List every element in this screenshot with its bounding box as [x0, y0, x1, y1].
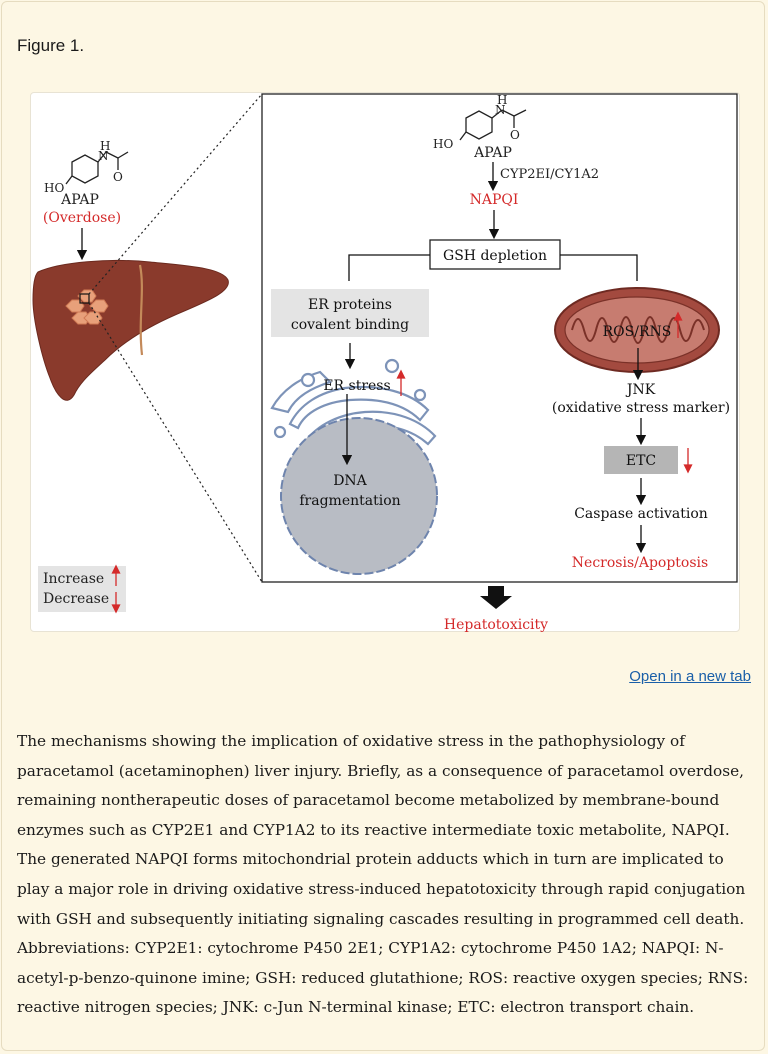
- liver-illustration: [32, 259, 229, 401]
- apap-molecule-left: [65, 151, 129, 185]
- zoom-line-bottom: [88, 302, 263, 583]
- necrosis-label: Necrosis/Apoptosis: [572, 555, 708, 571]
- er-stress-label: ER stress: [323, 378, 390, 394]
- zoom-line-top: [88, 93, 263, 295]
- ho-label-left: HO: [44, 181, 64, 195]
- ros-increase-arrow: [673, 311, 683, 338]
- apap-label-left: APAP: [60, 192, 99, 208]
- jnk-note-label: (oxidative stress marker): [552, 400, 730, 416]
- legend-decrease-label: Decrease: [43, 591, 109, 607]
- arrow-to-hepatotoxicity: [480, 586, 512, 609]
- apap-label-right: APAP: [473, 145, 512, 161]
- open-in-new-tab-link[interactable]: Open in a new tab: [629, 668, 751, 685]
- nucleus-illustration: [280, 417, 438, 575]
- enzymes-label: CYP2EI/CY1A2: [500, 167, 599, 182]
- hepatotoxicity-label: Hepatotoxicity: [444, 617, 548, 633]
- etc-label: ETC: [626, 453, 656, 469]
- h-label-right: H: [497, 93, 507, 107]
- napqi-label: NAPQI: [470, 192, 519, 208]
- etc-box: [604, 446, 678, 474]
- er-stress-increase-arrow: [396, 369, 406, 396]
- n-label-right: N: [495, 103, 506, 117]
- jnk-label: JNK: [625, 382, 656, 398]
- apap-molecule-right: [459, 109, 527, 141]
- er-proteins-line1: ER proteins: [308, 297, 392, 313]
- branch-line-left: [348, 254, 430, 281]
- gsh-depletion-label: GSH depletion: [443, 248, 547, 264]
- o-label-left: O: [113, 170, 123, 184]
- caspase-label: Caspase activation: [574, 506, 708, 522]
- legend-increase-label: Increase: [43, 571, 104, 587]
- ho-label-right: HO: [433, 137, 453, 151]
- er-proteins-line2: covalent binding: [291, 317, 409, 333]
- ros-rns-label: ROS/RNS: [603, 324, 672, 340]
- o-label-right: O: [510, 128, 520, 142]
- mitochondrion-illustration: [554, 287, 720, 373]
- overdose-label: (Overdose): [43, 210, 121, 226]
- branch-line-right: [560, 254, 638, 281]
- etc-decrease-arrow: [683, 448, 693, 474]
- er-proteins-box: [271, 289, 429, 337]
- er-membrane-illustration: [270, 358, 437, 450]
- legend-arrows: [111, 564, 121, 614]
- figure-title: Figure 1.: [17, 36, 85, 55]
- figure-caption: The mechanisms showing the implication o…: [17, 732, 749, 1017]
- legend-box: [38, 566, 126, 612]
- dna-line2: fragmentation: [299, 493, 400, 509]
- dna-line1: DNA: [333, 473, 367, 489]
